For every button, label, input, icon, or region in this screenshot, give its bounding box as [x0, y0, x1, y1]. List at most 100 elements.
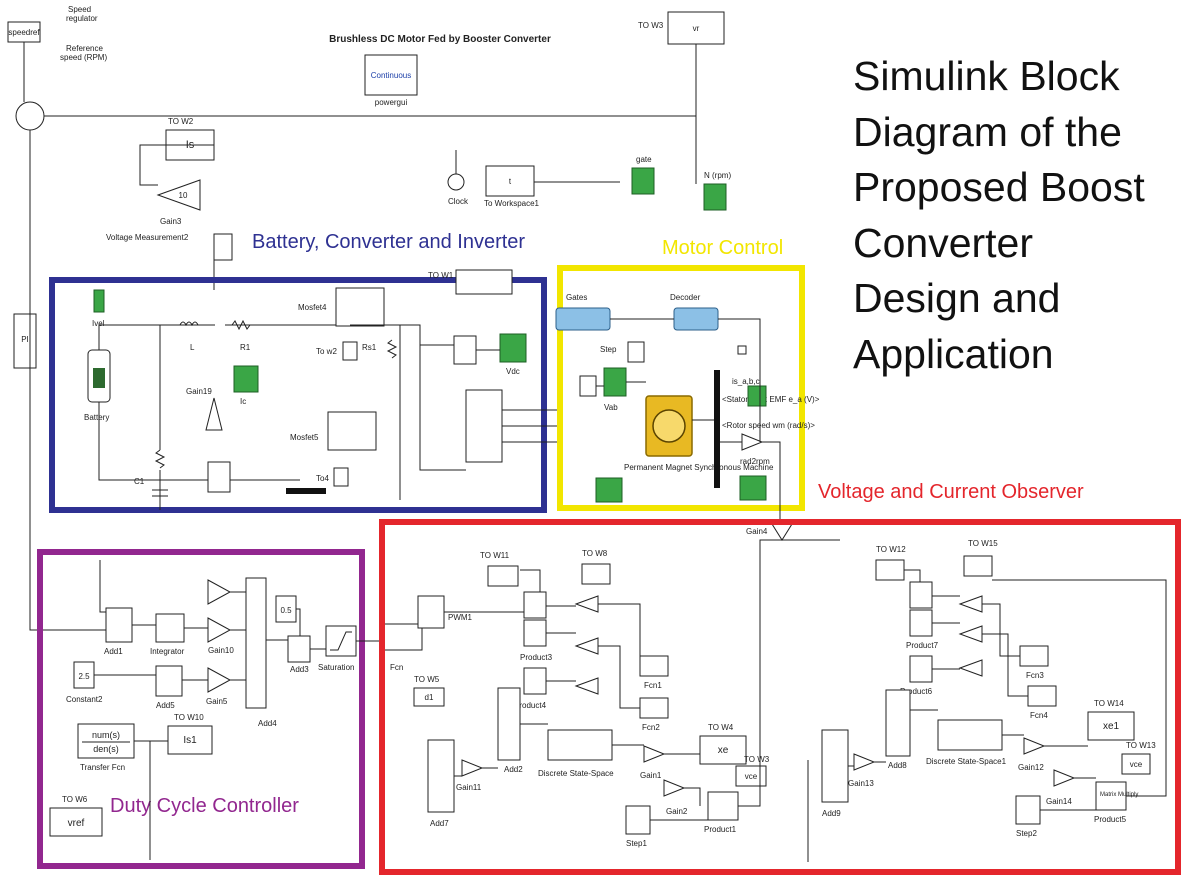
dss1-block[interactable]	[938, 720, 1002, 750]
gain10-block[interactable]	[208, 618, 230, 642]
vab-measurement-block[interactable]	[580, 376, 596, 396]
gain14-block[interactable]	[1054, 770, 1074, 786]
caption-line-3: Proposed Boost	[853, 164, 1145, 210]
speedref-label: speedref	[8, 28, 40, 37]
gain2-block[interactable]	[664, 780, 684, 796]
gain-r3-block[interactable]	[960, 660, 982, 676]
clock-block[interactable]	[448, 174, 464, 190]
gates-label: Gates	[566, 293, 587, 302]
half-constant-value: 0.5	[280, 606, 292, 615]
step1-block[interactable]	[626, 806, 650, 834]
to-w4-small-label: To4	[316, 474, 329, 483]
speed-out-scope[interactable]	[740, 476, 766, 500]
voltage-measurement-vdc-block[interactable]	[454, 336, 476, 364]
add1-block[interactable]	[106, 608, 132, 642]
mosfet4-block[interactable]	[336, 288, 384, 326]
to-w15-block[interactable]	[964, 556, 992, 576]
product7-label: Product7	[906, 641, 939, 650]
mosfet5-label: Mosfet5	[290, 433, 319, 442]
iabc-scope[interactable]	[748, 386, 766, 406]
to-w8-block[interactable]	[582, 564, 610, 584]
vdc-scope[interactable]	[500, 334, 526, 362]
fcn2-block[interactable]	[640, 698, 668, 718]
ic-scope[interactable]	[234, 366, 258, 392]
integrator-block[interactable]	[156, 614, 184, 642]
fcn3-block[interactable]	[1020, 646, 1048, 666]
add8-block[interactable]	[886, 690, 910, 756]
gain19-block[interactable]	[206, 398, 222, 430]
gain-o3-block[interactable]	[576, 678, 598, 694]
gain-upper-block[interactable]	[208, 580, 230, 604]
to-w4-small-block[interactable]	[334, 468, 348, 486]
fcn1-block[interactable]	[640, 656, 668, 676]
reference-speed-label-2: speed (RPM)	[60, 53, 107, 62]
add5-block[interactable]	[156, 666, 182, 696]
gain1-label: Gain1	[640, 771, 662, 780]
motor-icon	[653, 410, 685, 442]
add2-label: Add2	[504, 765, 523, 774]
add4-block[interactable]	[246, 578, 266, 708]
add3-label: Add3	[290, 665, 309, 674]
gain11-block[interactable]	[462, 760, 482, 776]
product6-block[interactable]	[910, 656, 932, 682]
speed-scope[interactable]	[704, 184, 726, 210]
emf-scope[interactable]	[596, 478, 622, 502]
pwm1-block[interactable]	[418, 596, 444, 628]
fcn4-block[interactable]	[1028, 686, 1056, 706]
matrix-multiply-1-block[interactable]	[708, 792, 738, 820]
battery-label: Battery	[84, 413, 109, 422]
add2-block[interactable]	[498, 688, 520, 760]
add7-label: Add7	[430, 819, 449, 828]
sum-speed-error[interactable]	[16, 102, 44, 130]
add7-block[interactable]	[428, 740, 454, 812]
rad2rpm-gain[interactable]	[742, 434, 762, 450]
bus-selector-bar	[714, 370, 720, 488]
add3-block[interactable]	[288, 636, 310, 662]
gate-scope[interactable]	[632, 168, 654, 194]
product3-block[interactable]	[524, 620, 546, 646]
voltage-measurement2-block[interactable]	[214, 234, 232, 260]
saturation-block[interactable]	[326, 626, 356, 656]
gain12-block[interactable]	[1024, 738, 1044, 754]
observer-region-label: Voltage and Current Observer	[818, 481, 1084, 503]
xe-label: xe	[718, 745, 729, 756]
gain-o1-block[interactable]	[576, 596, 598, 612]
to-w2-small-block[interactable]	[343, 342, 357, 360]
product7a-block[interactable]	[910, 582, 932, 608]
gain-r1-block[interactable]	[960, 596, 982, 612]
inductor-label: L	[190, 343, 195, 352]
product4-block[interactable]	[524, 668, 546, 694]
product7-block[interactable]	[910, 610, 932, 636]
add8-label: Add8	[888, 761, 907, 770]
mosfet5-block[interactable]	[328, 412, 376, 450]
dss-block[interactable]	[548, 730, 612, 760]
step-block[interactable]	[628, 342, 644, 362]
gain13-block[interactable]	[854, 754, 874, 770]
fcn-block[interactable]	[384, 624, 422, 650]
diagram-title: Brushless DC Motor Fed by Booster Conver…	[329, 34, 551, 45]
step2-block[interactable]	[1016, 796, 1040, 824]
ivel-block[interactable]	[94, 290, 104, 312]
product3a-block[interactable]	[524, 592, 546, 618]
gain-o2-block[interactable]	[576, 638, 598, 654]
gain-r2-block[interactable]	[960, 626, 982, 642]
gain4-block[interactable]	[772, 524, 792, 540]
to-w12-block[interactable]	[876, 560, 904, 580]
add9-block[interactable]	[822, 730, 848, 802]
to-w2-small-label: To w2	[316, 347, 337, 356]
gain1-block[interactable]	[644, 746, 664, 762]
to-w1-block[interactable]	[456, 270, 512, 294]
current-measurement-block[interactable]	[208, 462, 230, 492]
to-w11-label: TO W11	[480, 551, 510, 560]
decoder-block[interactable]	[674, 308, 718, 330]
rotor-speed-label: <Rotor speed wm (rad/s)>	[722, 421, 815, 430]
gain5-block[interactable]	[208, 668, 230, 692]
vab-scope[interactable]	[604, 368, 626, 396]
inverter-bridge-block[interactable]	[466, 390, 502, 462]
product1-label: Product1	[704, 825, 737, 834]
vab-label: Vab	[604, 403, 618, 412]
gates-block[interactable]	[556, 308, 610, 330]
battery-region-label: Battery, Converter and Inverter	[252, 231, 525, 253]
to-w11-block[interactable]	[488, 566, 518, 586]
